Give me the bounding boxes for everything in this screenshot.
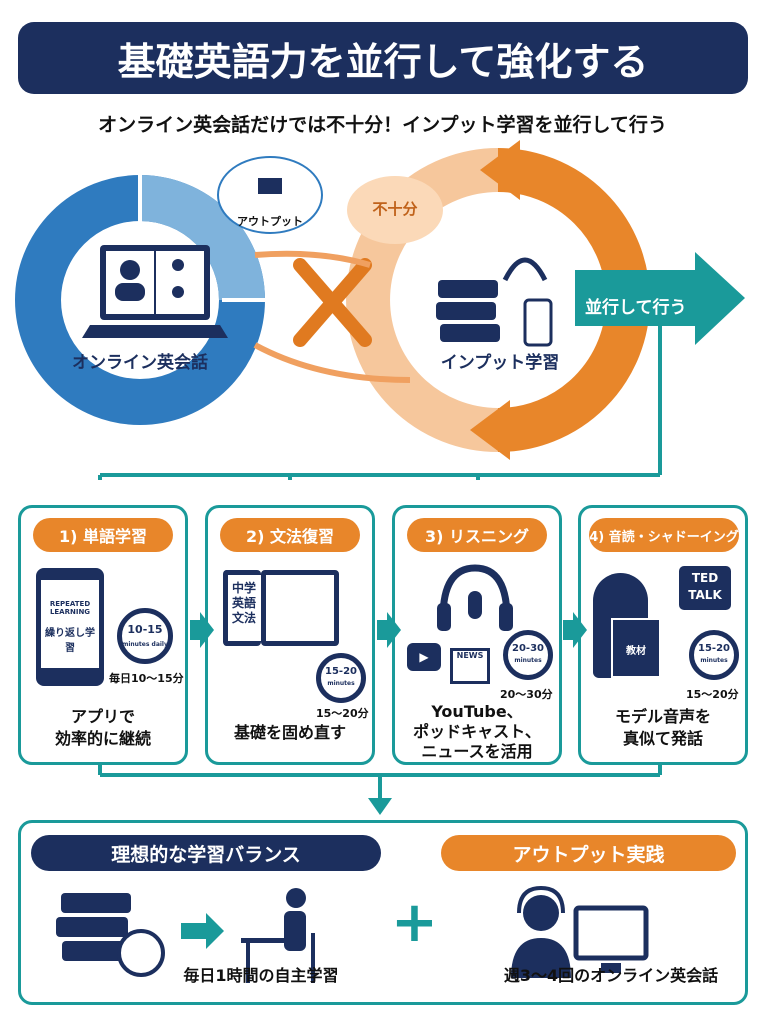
books-clock-icon: [56, 893, 165, 977]
newspaper-icon: NEWS: [450, 648, 490, 684]
self-study-icons: [56, 888, 315, 983]
step-desc: 基礎を固め直す: [233, 723, 346, 742]
step-desc: アプリで効率的に継続: [54, 707, 151, 748]
parallel-arrow: [575, 252, 745, 345]
time-label: 15～20分: [316, 707, 369, 720]
flow-arrows: [98, 612, 662, 815]
input-label: インプット学習: [440, 353, 560, 373]
cross-icon: [293, 258, 372, 347]
youtube-play-icon: ▶: [407, 643, 441, 671]
person-studying-icon: [241, 888, 315, 983]
open-book-icon: 中学英語文法: [223, 570, 261, 646]
plus-icon: +: [391, 890, 438, 955]
time-label: 15～20分: [686, 688, 739, 701]
arrow-right-icon: [190, 612, 214, 648]
arrow-right-icon: [377, 612, 401, 648]
step-title: 3) リスニング: [407, 518, 547, 552]
headphones-microphone-icon: [437, 564, 513, 631]
textbook-icon: 教材: [611, 618, 661, 678]
screen-text-en: REPEATED LEARNING: [49, 600, 91, 616]
online-label: オンライン英会話: [72, 353, 208, 373]
summary-box: 理想的な学習バランス アウトプット実践 + 毎日1時間の自主学習 週3～4回のオ…: [18, 820, 748, 1005]
output-cloud-label: アウトプット: [237, 215, 303, 228]
output-cloud: [217, 156, 323, 234]
step-desc: YouTube、ポッドキャスト、ニュースを活用: [413, 702, 541, 761]
insufficient-ring: [346, 148, 499, 452]
video-camera-icon: [258, 178, 282, 194]
headphones-icon: [502, 257, 548, 282]
laptop-video-call-icon: [82, 245, 228, 338]
output-title: アウトプット実践: [441, 835, 736, 871]
insufficient-label: 不十分: [372, 200, 418, 218]
parallel-label: 並行して行う: [585, 298, 687, 318]
books-icon: [436, 280, 500, 342]
step-title: 1) 単語学習: [33, 518, 173, 552]
page-title: 基礎英語力を並行して強化する: [18, 22, 748, 94]
insufficient-cloud: [347, 176, 443, 244]
ted-talk-bubble: TED TALK: [679, 566, 731, 610]
smartphone-icon: [523, 298, 553, 347]
time-label: 20～30分: [500, 688, 553, 701]
online-practice-label: 週3～4回のオンライン英会話: [503, 966, 719, 985]
cycle-diagram: [15, 140, 745, 480]
arrow-right-icon: [563, 612, 587, 648]
balance-title: 理想的な学習バランス: [31, 835, 381, 871]
online-lesson-icon: [511, 885, 649, 978]
subtitle: オンライン英会話だけでは不十分！インプット学習を並行して行う: [98, 114, 667, 136]
step-title: 2) 文法復習: [220, 518, 360, 552]
connector-lines: [98, 326, 662, 480]
screen-text-jp: 繰り返し学習: [45, 628, 95, 654]
time-label: 毎日10～15分: [109, 672, 184, 685]
arrow-down-icon: [368, 798, 392, 815]
self-study-label: 毎日1時間の自主学習: [183, 966, 339, 985]
smartphone-icon: REPEATED LEARNING 繰り返し学習: [36, 568, 104, 686]
step-title: 4) 音読・シャドーイング: [589, 518, 739, 552]
arrow-right-icon: [181, 913, 224, 949]
output-segment: [139, 175, 265, 301]
step-desc: モデル音声を真似て発話: [614, 707, 711, 748]
